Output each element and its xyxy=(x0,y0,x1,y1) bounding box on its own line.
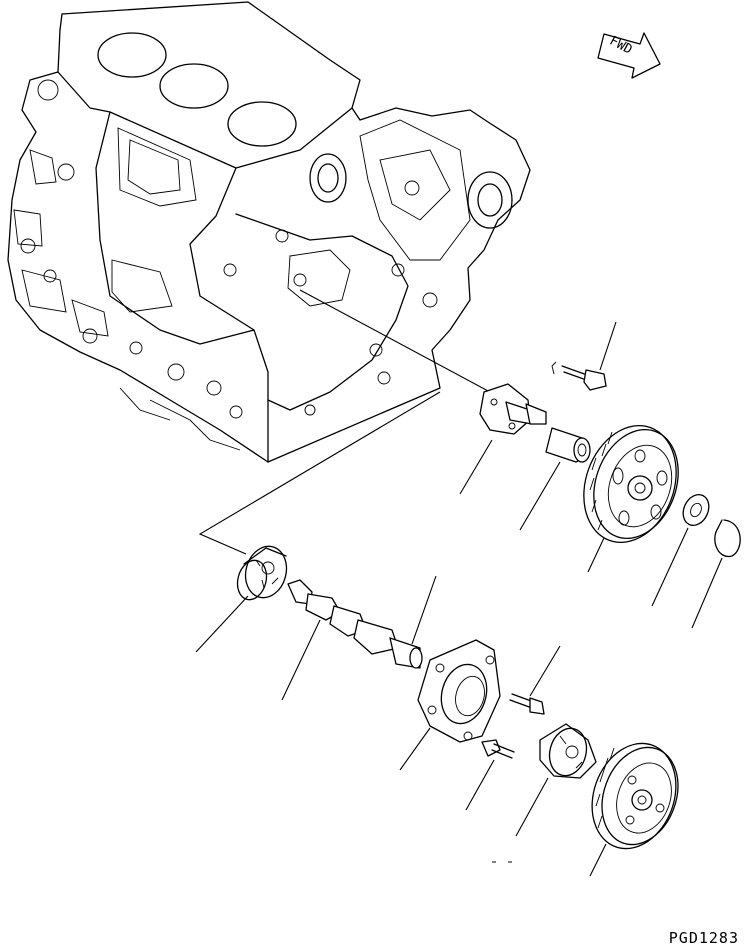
bushing xyxy=(519,427,591,531)
bolt-upper xyxy=(551,321,617,391)
bolt-lower-b xyxy=(465,739,515,811)
gear-lower xyxy=(589,742,679,877)
gear-upper xyxy=(583,424,679,573)
bolt-lower-a xyxy=(509,645,561,715)
engine-block xyxy=(7,1,531,463)
cover-plate xyxy=(399,639,501,771)
washer xyxy=(651,493,710,607)
assembly-bracket-line xyxy=(198,391,441,555)
bearing-right xyxy=(515,723,597,837)
fwd-arrow-icon: FWD xyxy=(597,32,661,79)
camshaft xyxy=(281,579,423,701)
pump-housing xyxy=(459,383,547,495)
snap-ring xyxy=(691,519,741,629)
fwd-label: FWD xyxy=(607,33,635,57)
bearing-left xyxy=(195,545,288,653)
shaft-axis-line xyxy=(299,289,491,393)
drawing-id: PGD1283 xyxy=(668,929,739,947)
